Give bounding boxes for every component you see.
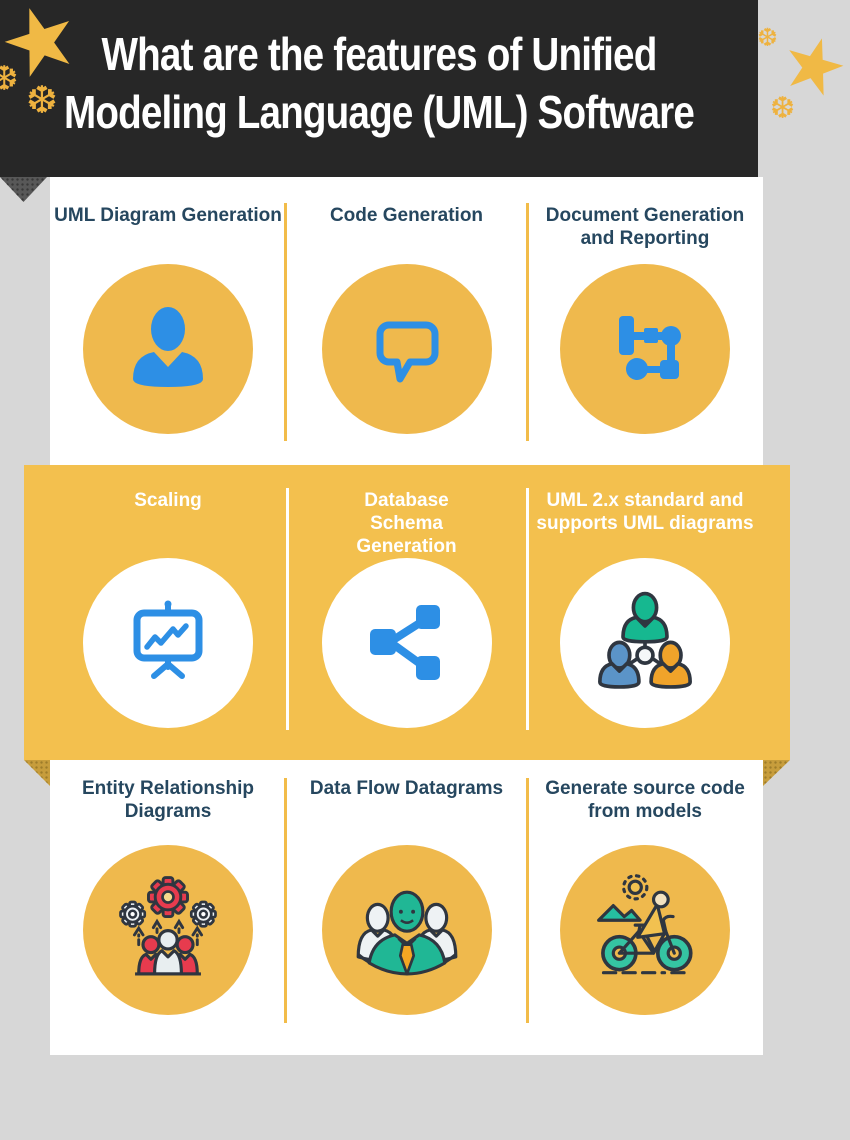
- feature-title: Entity Relationship Diagrams: [81, 778, 255, 822]
- column-divider: [526, 778, 529, 1023]
- feature-row-3: Entity Relationship Diagrams: [50, 776, 763, 1015]
- person-icon: [133, 307, 203, 387]
- feature-title: Scaling: [134, 490, 202, 511]
- feature-circle: [83, 264, 253, 434]
- feature-uml2x-standard: UML 2.x standard and supports UML diagra…: [527, 487, 763, 728]
- column-divider: [526, 488, 529, 730]
- feature-circle: [560, 558, 730, 728]
- feature-uml-diagram-generation: UML Diagram Generation: [50, 203, 286, 434]
- column-divider: [526, 203, 529, 441]
- feature-circle: [83, 845, 253, 1015]
- feature-title: Code Generation: [329, 205, 484, 226]
- feature-entity-relationship: Entity Relationship Diagrams: [50, 776, 286, 1015]
- feature-circle: [560, 264, 730, 434]
- column-divider: [286, 488, 289, 730]
- ribbon-fold-bottom-right: [763, 760, 790, 786]
- ribbon-fold-top-left: [0, 177, 47, 202]
- feature-title: Database Schema Generation: [356, 490, 457, 557]
- feature-data-flow: Data Flow Datagrams: [286, 776, 527, 1015]
- star-icon: [777, 29, 850, 103]
- feature-document-generation: Document Generation and Reporting: [527, 203, 763, 434]
- feature-scaling: Scaling: [50, 487, 286, 728]
- chat-bubble-icon: [376, 321, 438, 383]
- feature-generate-source-code: Generate source code from models: [527, 776, 763, 1015]
- feature-row-2: Scaling Database Schema Generation: [50, 487, 763, 728]
- feature-circle: [321, 264, 492, 434]
- feature-title: Generate source code from models: [545, 778, 745, 822]
- feature-title: UML Diagram Generation: [54, 205, 282, 226]
- snowflake-icon: ❆: [757, 24, 778, 52]
- column-divider: [284, 778, 287, 1023]
- flowchart-icon: [619, 316, 681, 380]
- team-leader-icon: [356, 890, 457, 976]
- team-network-icon: [598, 591, 692, 689]
- gears-people-icon: [119, 876, 217, 976]
- feature-title: Data Flow Datagrams: [309, 778, 504, 799]
- presentation-chart-icon: [133, 600, 203, 679]
- share-network-icon: [369, 605, 440, 680]
- feature-row-1: UML Diagram Generation Code Generation D…: [50, 203, 763, 434]
- feature-circle: [560, 845, 730, 1015]
- feature-title: Document Generation and Reporting: [545, 205, 745, 249]
- feature-circle: [321, 558, 492, 728]
- page-title-line1: What are the features of Unified: [101, 28, 658, 80]
- page-title: What are the features of Unified Modelin…: [61, 26, 698, 142]
- column-divider: [284, 203, 287, 441]
- feature-circle: [83, 558, 253, 728]
- feature-code-generation: Code Generation: [286, 203, 527, 434]
- feature-circle: [321, 845, 492, 1015]
- header-banner: What are the features of Unified Modelin…: [0, 0, 758, 177]
- cyclist-icon: [597, 874, 693, 975]
- feature-title: UML 2.x standard and supports UML diagra…: [536, 490, 754, 534]
- snowflake-icon: ❆: [770, 92, 796, 125]
- feature-database-schema: Database Schema Generation: [286, 487, 527, 728]
- ribbon-fold-bottom-left: [24, 760, 50, 786]
- page-title-line2: Modeling Language (UML) Software: [64, 85, 695, 138]
